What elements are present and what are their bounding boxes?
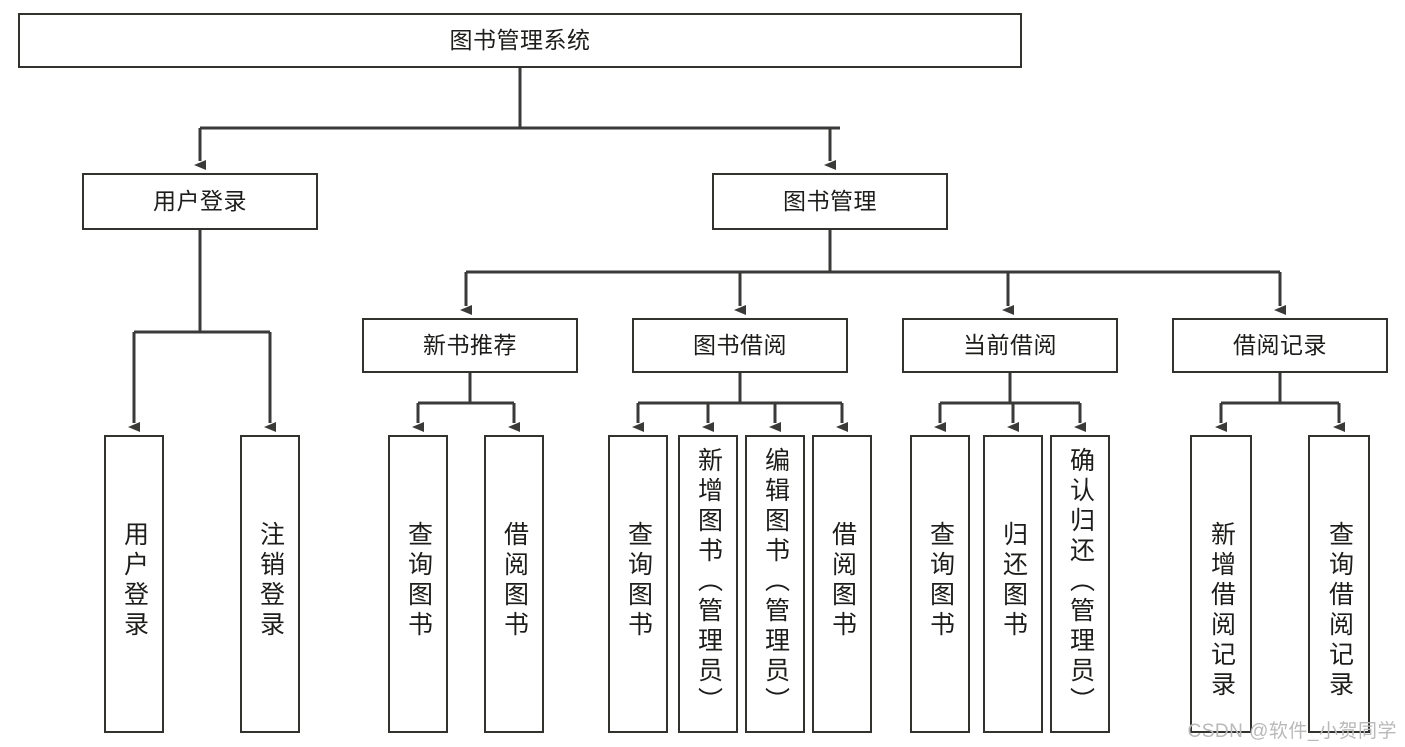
leaf-query-books-recommendation[interactable]: 查询图书: [388, 435, 448, 733]
node-label: 注销登录: [256, 521, 285, 641]
node-label: 查询图书: [404, 521, 433, 641]
node-label: 借阅图书: [828, 521, 857, 641]
node-label: 确认归还（管理员）: [1066, 447, 1095, 717]
node-label: 用户登录: [153, 187, 247, 214]
node-root-system[interactable]: 图书管理系统: [18, 13, 1022, 68]
node-label: 查询图书: [926, 521, 955, 641]
leaf-query-books-borrow[interactable]: 查询图书: [608, 435, 668, 733]
node-user-login-module[interactable]: 用户登录: [82, 173, 318, 230]
node-book-borrow[interactable]: 图书借阅: [632, 318, 848, 373]
leaf-add-book-admin[interactable]: 新增图书（管理员）: [678, 435, 738, 733]
node-label: 借阅图书: [500, 521, 529, 641]
node-label: 归还图书: [999, 521, 1028, 641]
node-label: 图书借阅: [693, 331, 787, 358]
leaf-borrow-books-recommendation[interactable]: 借阅图书: [484, 435, 544, 733]
node-label: 图书管理系统: [449, 26, 591, 53]
leaf-logout[interactable]: 注销登录: [240, 435, 300, 733]
leaf-query-borrow-record[interactable]: 查询借阅记录: [1308, 435, 1370, 733]
node-borrow-records[interactable]: 借阅记录: [1172, 318, 1388, 373]
node-book-management-module[interactable]: 图书管理: [712, 173, 948, 230]
csdn-watermark: CSDN @软件_小贺同学: [1187, 721, 1397, 742]
leaf-return-books[interactable]: 归还图书: [983, 435, 1043, 733]
leaf-query-books-current[interactable]: 查询图书: [910, 435, 970, 733]
node-label: 当前借阅: [963, 331, 1057, 358]
node-new-book-recommendation[interactable]: 新书推荐: [362, 318, 578, 373]
node-label: 查询图书: [624, 521, 653, 641]
leaf-confirm-return-admin[interactable]: 确认归还（管理员）: [1050, 435, 1110, 733]
leaf-edit-book-admin[interactable]: 编辑图书（管理员）: [745, 435, 805, 733]
node-label: 新书推荐: [423, 331, 517, 358]
leaf-add-borrow-record[interactable]: 新增借阅记录: [1190, 435, 1252, 733]
node-current-borrow[interactable]: 当前借阅: [902, 318, 1118, 373]
node-label: 查询借阅记录: [1325, 521, 1354, 701]
node-label: 图书管理: [783, 187, 877, 214]
node-label: 借阅记录: [1233, 331, 1327, 358]
leaf-user-login[interactable]: 用户登录: [104, 435, 164, 733]
leaf-borrow-books[interactable]: 借阅图书: [812, 435, 872, 733]
node-label: 新增图书（管理员）: [694, 447, 723, 717]
node-label: 编辑图书（管理员）: [761, 447, 790, 717]
node-label: 用户登录: [120, 521, 149, 641]
node-label: 新增借阅记录: [1207, 521, 1236, 701]
